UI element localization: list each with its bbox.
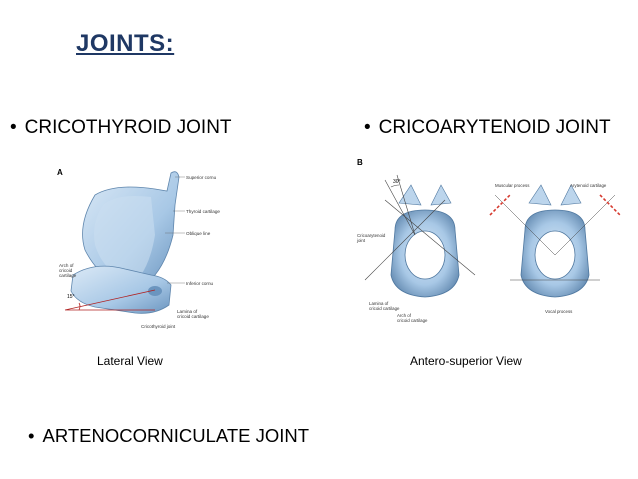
bullet-dot: • bbox=[10, 117, 17, 138]
label-inferior-cornu: Inferior cornu bbox=[186, 281, 214, 286]
bullet-cricoarytenoid: • CRICOARYTENOID JOINT bbox=[364, 117, 611, 139]
axis-lines-b-right bbox=[494, 194, 616, 281]
cricoid-cartilage-shape bbox=[70, 265, 172, 314]
angle-label-a: 15° bbox=[67, 294, 75, 300]
label-oblique-line: Oblique line bbox=[186, 231, 211, 236]
bullet-dot: • bbox=[364, 117, 371, 138]
left-cricoid-ring bbox=[390, 184, 460, 298]
label-arch-of-cricoid-2: cricoid bbox=[59, 268, 73, 273]
angle-lines-b bbox=[384, 174, 416, 236]
bullet-artenocorniculate-label: ARTENOCORNICULATE JOINT bbox=[42, 425, 310, 446]
label-arch-of-cricoid-1: Arch of bbox=[59, 263, 74, 268]
label-lamina-b-1: Lamina of bbox=[369, 301, 389, 306]
label-vocal-process: Vocal process bbox=[545, 309, 573, 314]
label-arytenoid-cartilage: Arytenoid cartilage bbox=[570, 183, 607, 188]
angle-arc-a bbox=[78, 302, 81, 311]
label-lamina-of-cricoid-2: cricoid cartilage bbox=[177, 314, 209, 319]
lateral-view-figure: A 15° Superior cornu Thyroid cartilage O… bbox=[57, 168, 220, 329]
label-lamina-of-cricoid-1: Lamina of bbox=[177, 309, 198, 314]
slide-title: JOINTS: bbox=[76, 30, 175, 57]
label-cricoarytenoid-joint-2: joint bbox=[356, 238, 366, 243]
bullet-cricothyroid-label: CRICOTHYROID JOINT bbox=[24, 117, 232, 138]
label-cricoarytenoid-joint-1: Cricoarytenoid bbox=[357, 233, 386, 238]
label-arch-of-cricoid-3: cartilage bbox=[59, 273, 77, 278]
angle-arc-b bbox=[390, 184, 400, 188]
figure-a-letter: A bbox=[57, 168, 63, 177]
label-superior-cornu: Superior cornu bbox=[186, 175, 217, 180]
label-muscular-process: Muscular process bbox=[495, 183, 530, 188]
caption-antero-superior-view: Antero-superior View bbox=[410, 354, 522, 368]
right-cricoid-ring bbox=[520, 184, 590, 298]
bullet-artenocorniculate: • ARTENOCORNICULATE JOINT bbox=[28, 425, 309, 447]
label-arch-b-1: Arch of bbox=[397, 313, 412, 318]
label-arch-b-2: cricoid cartilage bbox=[397, 318, 428, 323]
label-cricothyroid-joint: Cricothyroid joint bbox=[141, 324, 176, 329]
axis-lines-b bbox=[364, 199, 476, 281]
angle-label-b: 30° bbox=[393, 179, 401, 185]
label-lamina-b-2: cricoid cartilage bbox=[369, 306, 400, 311]
cricothyroid-joint-mark bbox=[148, 286, 162, 296]
bullet-cricothyroid: • CRICOTHYROID JOINT bbox=[10, 117, 232, 139]
figure-b-letter: B bbox=[357, 158, 363, 167]
bullet-dot: • bbox=[28, 425, 35, 446]
thyroid-inner-shade bbox=[94, 196, 155, 277]
label-thyroid-cartilage: Thyroid cartilage bbox=[186, 209, 220, 214]
caption-lateral-view: Lateral View bbox=[97, 354, 163, 368]
antero-superior-view-figure: B 30° Cricoarytenoid joint Lamina of cri… bbox=[356, 158, 621, 323]
bullet-cricoarytenoid-label: CRICOARYTENOID JOINT bbox=[378, 117, 611, 138]
